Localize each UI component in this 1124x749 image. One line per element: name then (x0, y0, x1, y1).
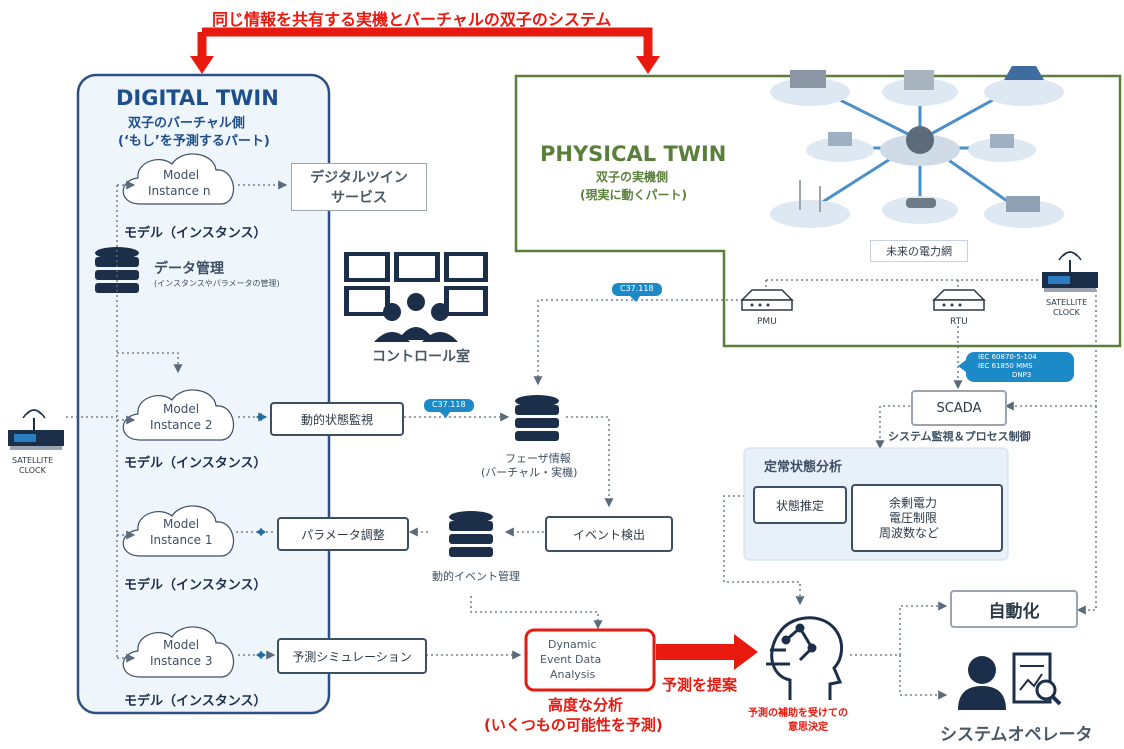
dea-line3: Analysis (550, 668, 596, 681)
phaser-info-line1: フェーザ情報 (505, 452, 571, 465)
model-2-name: Model (163, 402, 200, 416)
digital-twin-service-line2: サービス (331, 190, 387, 206)
decision-line2: 意思決定 (788, 722, 828, 733)
advanced-analysis-line1: 高度な分析 (548, 696, 624, 714)
model-1-name: Model (163, 517, 200, 531)
data-mgmt-label: データ管理 (154, 261, 224, 277)
database-icon (449, 511, 493, 557)
digital-twin-subtitle1: 双子のバーチャル側 (128, 116, 245, 131)
satellite-clock-right-line1: SATELLITE (1046, 298, 1088, 307)
connectors (66, 180, 1097, 700)
state-estimation-box: 状態推定 (753, 486, 847, 524)
reserve-line1: 余剰電力 (889, 496, 938, 510)
automation-box: 自動化 (950, 590, 1078, 628)
satellite-clock-icon (1042, 251, 1098, 292)
protocol-tag-c37-mid (424, 399, 474, 418)
link-diamonds (256, 413, 266, 659)
steady-state-title: 定常状態分析 (764, 460, 843, 475)
physical-twin-title: PHYSICAL TWIN (540, 142, 727, 166)
model-3-name: Model (163, 638, 200, 652)
digital-twin-subtitle2: (‘もし’を予測するパート) (118, 134, 270, 149)
satellite-clock-left-line2: CLOCK (19, 466, 46, 475)
model-3-instance: Instance 3 (150, 654, 213, 668)
scada-caption: システム監視＆プロセス制御 (888, 430, 1031, 443)
control-room-label: コントロール室 (372, 349, 470, 365)
model-2-caption: モデル（インスタンス） (124, 456, 267, 471)
operator-label: システムオペレータ (940, 725, 1093, 745)
advanced-analysis-line2: (いくつもの可能性を予測) (484, 716, 663, 734)
cloud-model-3 (122, 626, 235, 678)
digital-twin-service-line1: デジタルツイン (310, 170, 408, 186)
top-banner: 同じ情報を共有する実機とバーチャルの双子のシステム (212, 10, 612, 29)
reserve-line3: 周波数など (879, 526, 940, 540)
rtu-label: RTU (950, 317, 968, 327)
cloud-model-2 (122, 389, 235, 441)
model-n-name: Model (163, 168, 200, 182)
dynamic-monitoring-box: 動的状態監視 (270, 402, 404, 436)
control-room-icon (344, 252, 488, 342)
reserve-analysis-box: 余剰電力 電圧制限 周波数など (851, 484, 1003, 552)
database-icon (515, 395, 559, 441)
protocol-tag-c37-top (612, 283, 662, 302)
dea-line1: Dynamic (548, 638, 597, 651)
protocol-iec2: IEC 61850 MMS (978, 362, 1033, 370)
phaser-info-line2: (バーチャル・実機) (481, 466, 578, 479)
dea-line2: Event Data (540, 653, 602, 666)
model-n-caption: モデル（インスタンス） (124, 226, 267, 241)
digital-twin-title: DIGITAL TWIN (116, 86, 279, 110)
satellite-clock-left-line1: SATELLITE (12, 456, 54, 465)
future-grid-label: 未来の電力網 (870, 240, 968, 262)
digital-twin-service-box: デジタルツイン サービス (291, 163, 427, 211)
model-3-caption: モデル（インスタンス） (124, 694, 267, 709)
pmu-device-icon (740, 289, 794, 311)
parameter-adjust-box: パラメータ調整 (277, 517, 409, 551)
dea-highlight-frame (524, 628, 656, 692)
cloud-model-1 (122, 505, 235, 557)
dynamic-event-mgmt-label: 動的イベント管理 (432, 570, 520, 583)
physical-twin-subtitle2: (現実に動くパート) (580, 188, 687, 202)
cloud-model-n (122, 153, 235, 205)
satellite-clock-right-line2: CLOCK (1053, 308, 1080, 317)
red-propose-arrow (656, 634, 758, 670)
smart-grid-illustration (770, 66, 1064, 228)
model-2-instance: Instance 2 (150, 418, 213, 432)
model-n-instance: Instance n (148, 184, 211, 198)
scada-box: SCADA (911, 390, 1007, 426)
model-1-instance: Instance 1 (150, 533, 213, 547)
protocol-c37-mid: C37.118 (432, 400, 466, 409)
decision-line1: 予測の補助を受けての (748, 708, 848, 719)
satellite-clock-icon (8, 409, 64, 450)
protocol-iec3: DNP3 (1012, 371, 1032, 379)
reserve-line2: 電圧制限 (889, 511, 938, 525)
top-red-arrow (190, 27, 660, 74)
pmu-label: PMU (757, 317, 777, 327)
prediction-sim-box: 予測シミュレーション (277, 638, 427, 674)
model-1-caption: モデル（インスタンス） (124, 578, 267, 593)
event-detect-box: イベント検出 (545, 516, 673, 552)
propose-label: 予測を提案 (662, 676, 738, 694)
ai-head-icon (766, 616, 843, 700)
protocol-tag-iec (958, 352, 1074, 382)
protocol-iec1: IEC 60870-5-104 (978, 353, 1037, 361)
protocol-c37-top: C37.118 (620, 284, 654, 293)
rtu-device-icon (932, 289, 986, 311)
physical-twin-subtitle1: 双子の実機側 (596, 170, 669, 184)
operator-icon (958, 652, 1062, 710)
data-mgmt-sub: (インスタンスやパラメータの管理) (154, 279, 280, 288)
